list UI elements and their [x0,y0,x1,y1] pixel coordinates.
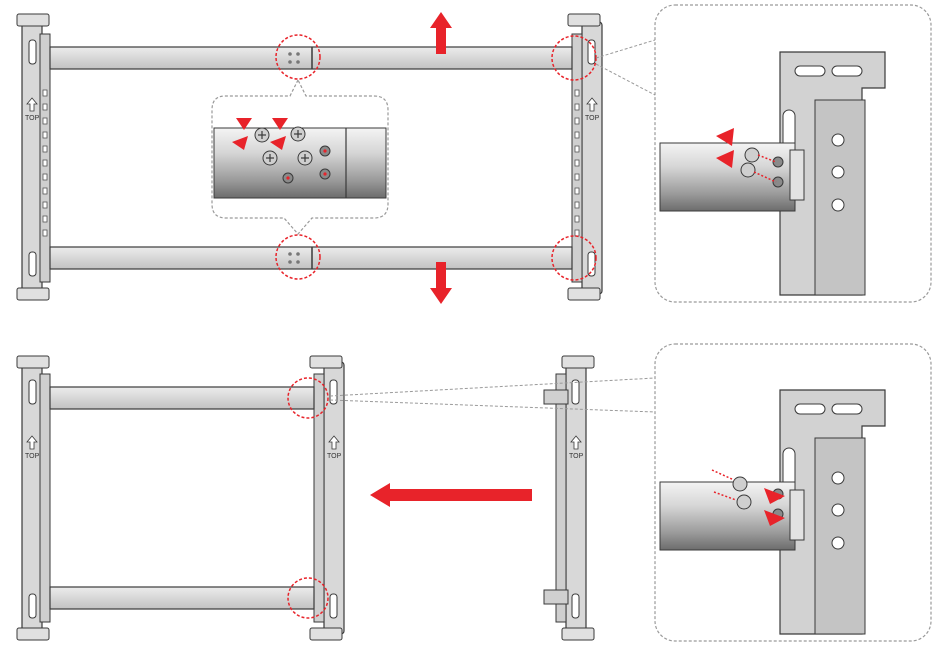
right-post: TOP [567,13,603,301]
screw-highlight-circle [287,577,329,619]
top-label: TOP [25,453,40,460]
screw-icon [732,476,752,510]
screw-highlight-circle [551,235,597,281]
slide-left-arrow [370,483,532,507]
detail-callout-2 [329,343,932,642]
screw-highlight-circle [287,377,329,419]
remove-arrow [236,118,252,130]
expand-down-arrow [430,262,452,304]
top-crossbar [49,386,315,410]
single-post: TOP [543,355,595,641]
top-label: TOP [25,115,40,122]
left-post: TOP [16,13,51,301]
top-label: TOP [585,115,600,122]
top-crossbar [49,46,573,70]
detail-callout-1 [595,4,932,303]
bottom-crossbar [49,586,315,610]
remove-arrow [716,150,734,168]
remove-arrow [232,136,248,150]
screw-highlight-circle [275,34,321,80]
insert-arrow [764,510,785,526]
step-2-group: TOP TOP [16,343,932,642]
remove-arrow [270,136,286,150]
top-label: TOP [327,453,342,460]
top-label: TOP [569,453,584,460]
step-1-group: TOP TOP [16,4,932,304]
expand-up-arrow [430,12,452,54]
bottom-crossbar [49,246,573,270]
right-post: TOP [309,355,345,641]
remove-arrow [272,118,288,130]
center-callout [211,78,389,235]
remove-arrow [716,128,734,146]
left-post: TOP [16,355,51,641]
insert-arrow [764,488,785,504]
screw-highlight-circle [275,234,321,280]
